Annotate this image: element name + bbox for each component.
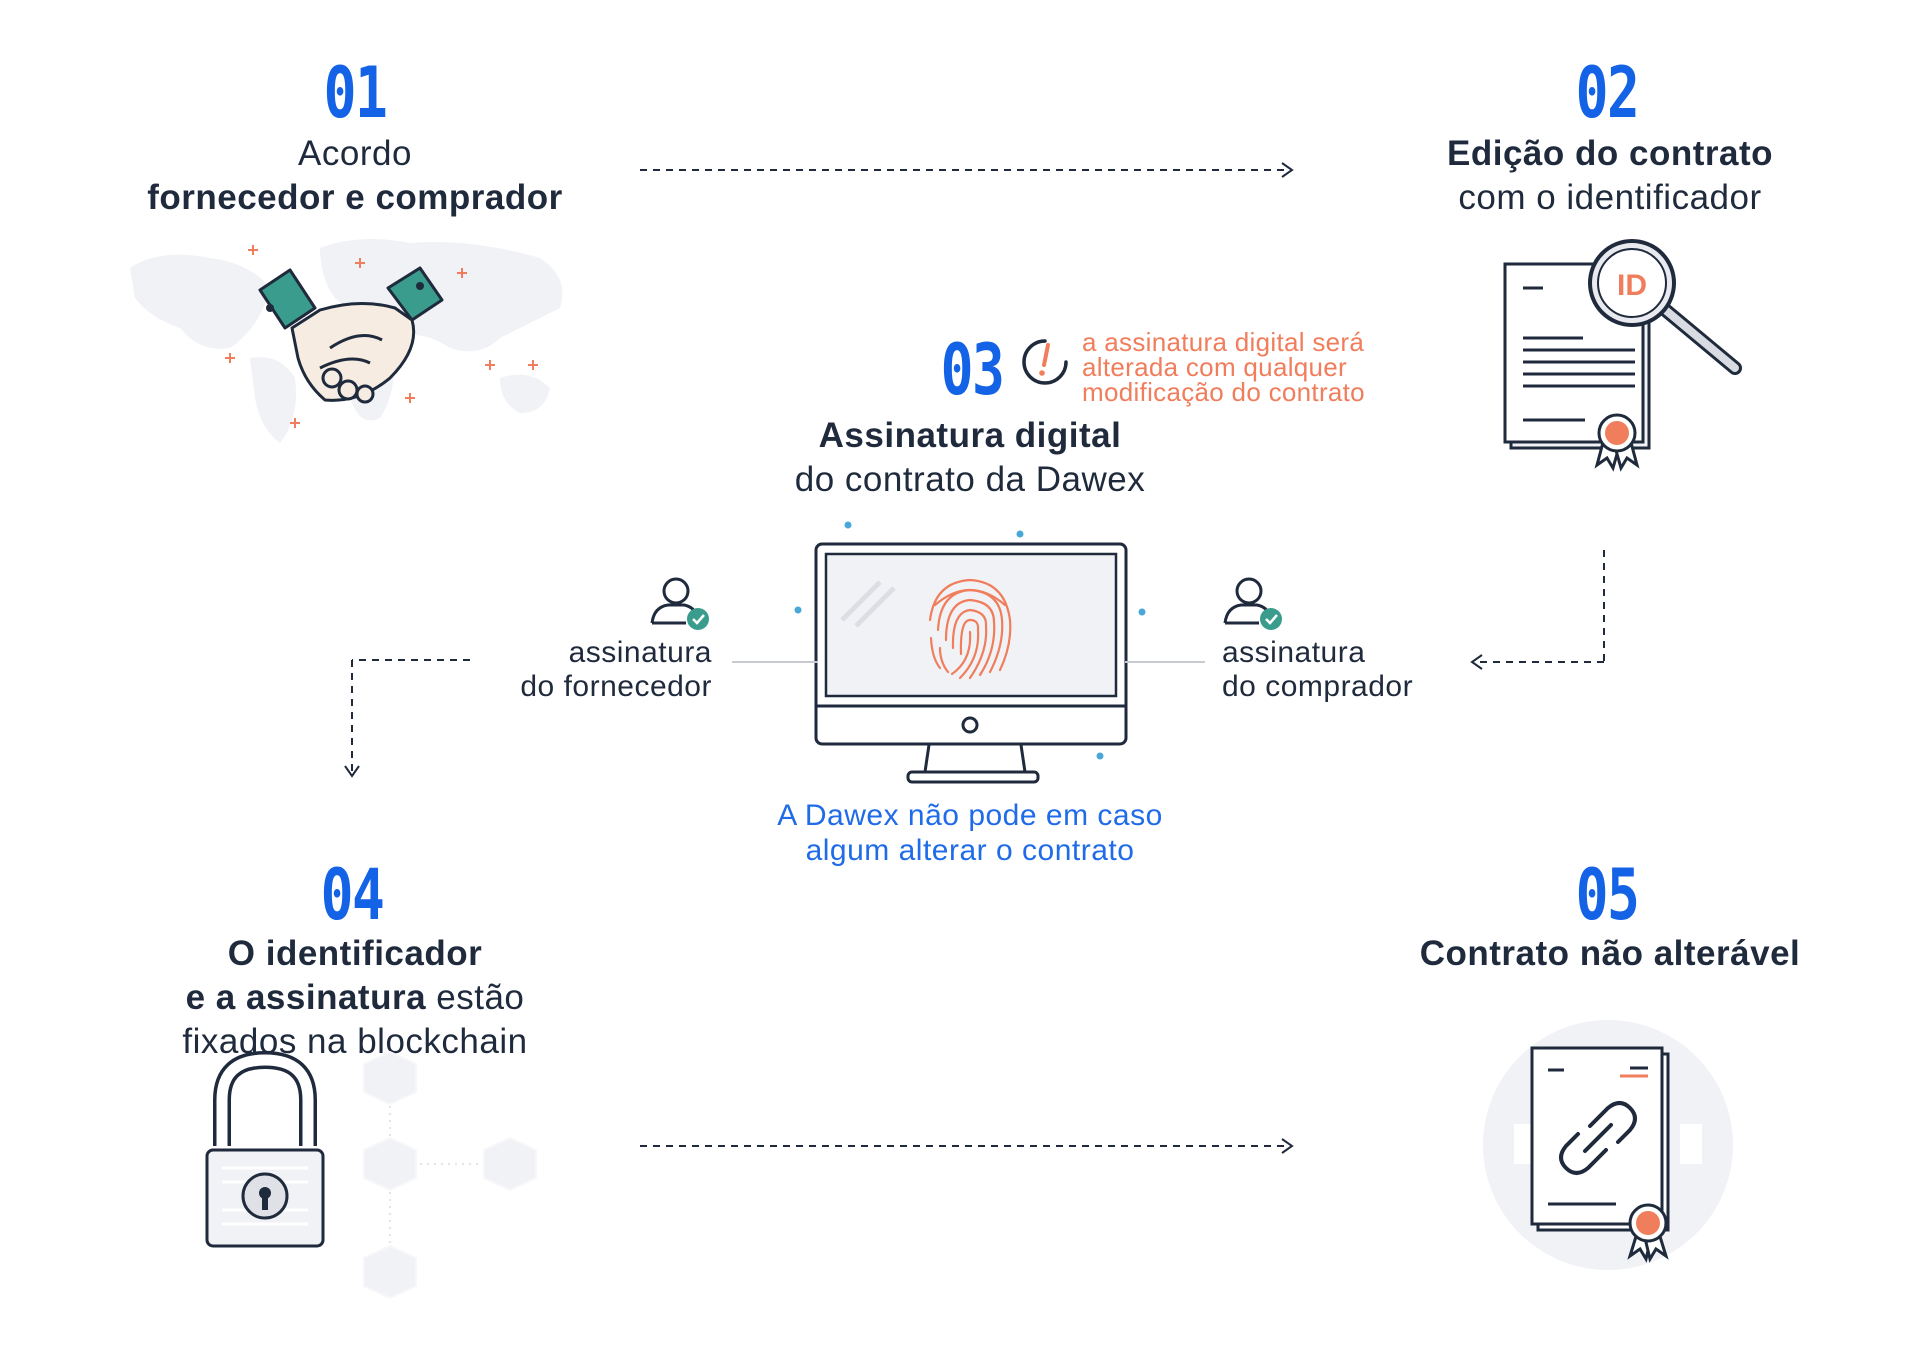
- arrow-04-to-05: [640, 1138, 1294, 1154]
- step-02-line1: Edição do contrato: [1447, 134, 1773, 173]
- id-badge-text: ID: [1617, 269, 1647, 302]
- warning-line1: a assinatura digital será: [1082, 327, 1365, 357]
- connector-supplier: [732, 661, 818, 663]
- connector-buyer: [1125, 661, 1205, 663]
- arrow-02-to-buyer: [1470, 550, 1605, 670]
- step-04-line2-rest: estão: [426, 978, 525, 1017]
- step-02-line2: com o identificador: [1458, 178, 1762, 217]
- step-04-number: 04: [320, 854, 385, 936]
- step-01-line2: fornecedor e comprador: [147, 178, 563, 217]
- user-check-icon: [650, 577, 709, 630]
- handshake-icon: [130, 239, 563, 443]
- step-05-line1: Contrato não alterável: [1419, 934, 1801, 973]
- step-02-title: Edição do contrato com o identificador: [1350, 132, 1870, 220]
- step-04-line1: O identificador: [227, 934, 483, 973]
- buyer-signature-line2: do comprador: [1222, 670, 1414, 703]
- step-01-number: 01: [323, 52, 388, 134]
- step-03-line1: Assinatura digital: [818, 416, 1122, 455]
- step-01-title: Acordo fornecedor e comprador: [95, 132, 615, 220]
- buyer-signature-line1: assinatura: [1222, 636, 1366, 669]
- buyer-signature-label: assinatura do comprador: [1222, 636, 1482, 704]
- step-02-number: 02: [1575, 52, 1640, 134]
- document-magnifier-icon: ID: [1503, 239, 1742, 472]
- step-04-line2: e a assinatura estão: [95, 976, 615, 1020]
- clock-alert-icon: [1022, 339, 1068, 385]
- step-05-number: 05: [1575, 854, 1640, 936]
- warning-line2: alterada com qualquer: [1082, 352, 1348, 382]
- supplier-signature-label: assinatura do fornecedor: [440, 636, 712, 704]
- dawex-note-line1: A Dawex não pode em caso: [777, 799, 1163, 832]
- supplier-signature-line2: do fornecedor: [520, 670, 712, 703]
- warning-text: a assinatura digital será alterada com q…: [1082, 327, 1442, 407]
- arrow-01-to-02: [640, 162, 1294, 178]
- warning-line3: modificação do contrato: [1082, 377, 1365, 407]
- arrow-supplier-to-04: [344, 659, 470, 778]
- step-03-number: 03: [940, 329, 1005, 411]
- chain-link-contract-icon: [1483, 1020, 1733, 1270]
- step-04-line2-bold: e a assinatura: [185, 978, 427, 1017]
- user-check-icon: [1223, 577, 1282, 630]
- step-03-line2: do contrato da Dawex: [794, 460, 1146, 499]
- supplier-signature-line1: assinatura: [568, 636, 712, 669]
- step-04-line3: fixados na blockchain: [182, 1022, 528, 1061]
- step-04-title: O identificador e a assinatura estão fix…: [95, 932, 615, 1064]
- dawex-note: A Dawex não pode em caso algum alterar o…: [710, 798, 1230, 868]
- step-03-title: Assinatura digital do contrato da Dawex: [710, 414, 1230, 502]
- step-01-line1: Acordo: [298, 134, 412, 173]
- padlock-icon: [205, 1050, 537, 1300]
- step-05-title: Contrato não alterável: [1350, 932, 1870, 976]
- dawex-note-line2: algum alterar o contrato: [805, 834, 1135, 867]
- fingerprint-monitor-icon: [794, 521, 1146, 784]
